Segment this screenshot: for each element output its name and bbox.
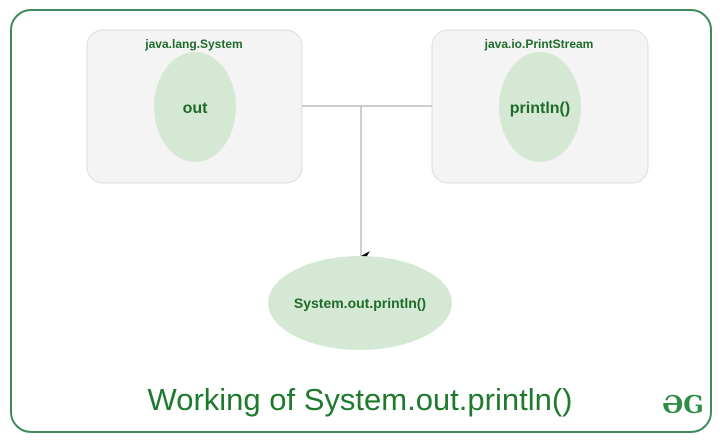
class-title: java.lang.System (144, 37, 242, 51)
result-node (268, 256, 452, 350)
class-box-system: java.lang.System out (86, 29, 303, 184)
result-node-label: System.out.println() (294, 295, 426, 311)
geeksforgeeks-logo-icon: ƏG (662, 390, 703, 419)
diagram-caption: Working of System.out.println() (148, 382, 573, 417)
node-label: println() (510, 100, 570, 117)
class-box-printstream: java.io.PrintStream println() (431, 29, 649, 184)
node-label: out (183, 100, 209, 117)
field-node-out (154, 52, 236, 162)
class-title: java.io.PrintStream (484, 37, 594, 51)
method-node-println (499, 52, 581, 162)
